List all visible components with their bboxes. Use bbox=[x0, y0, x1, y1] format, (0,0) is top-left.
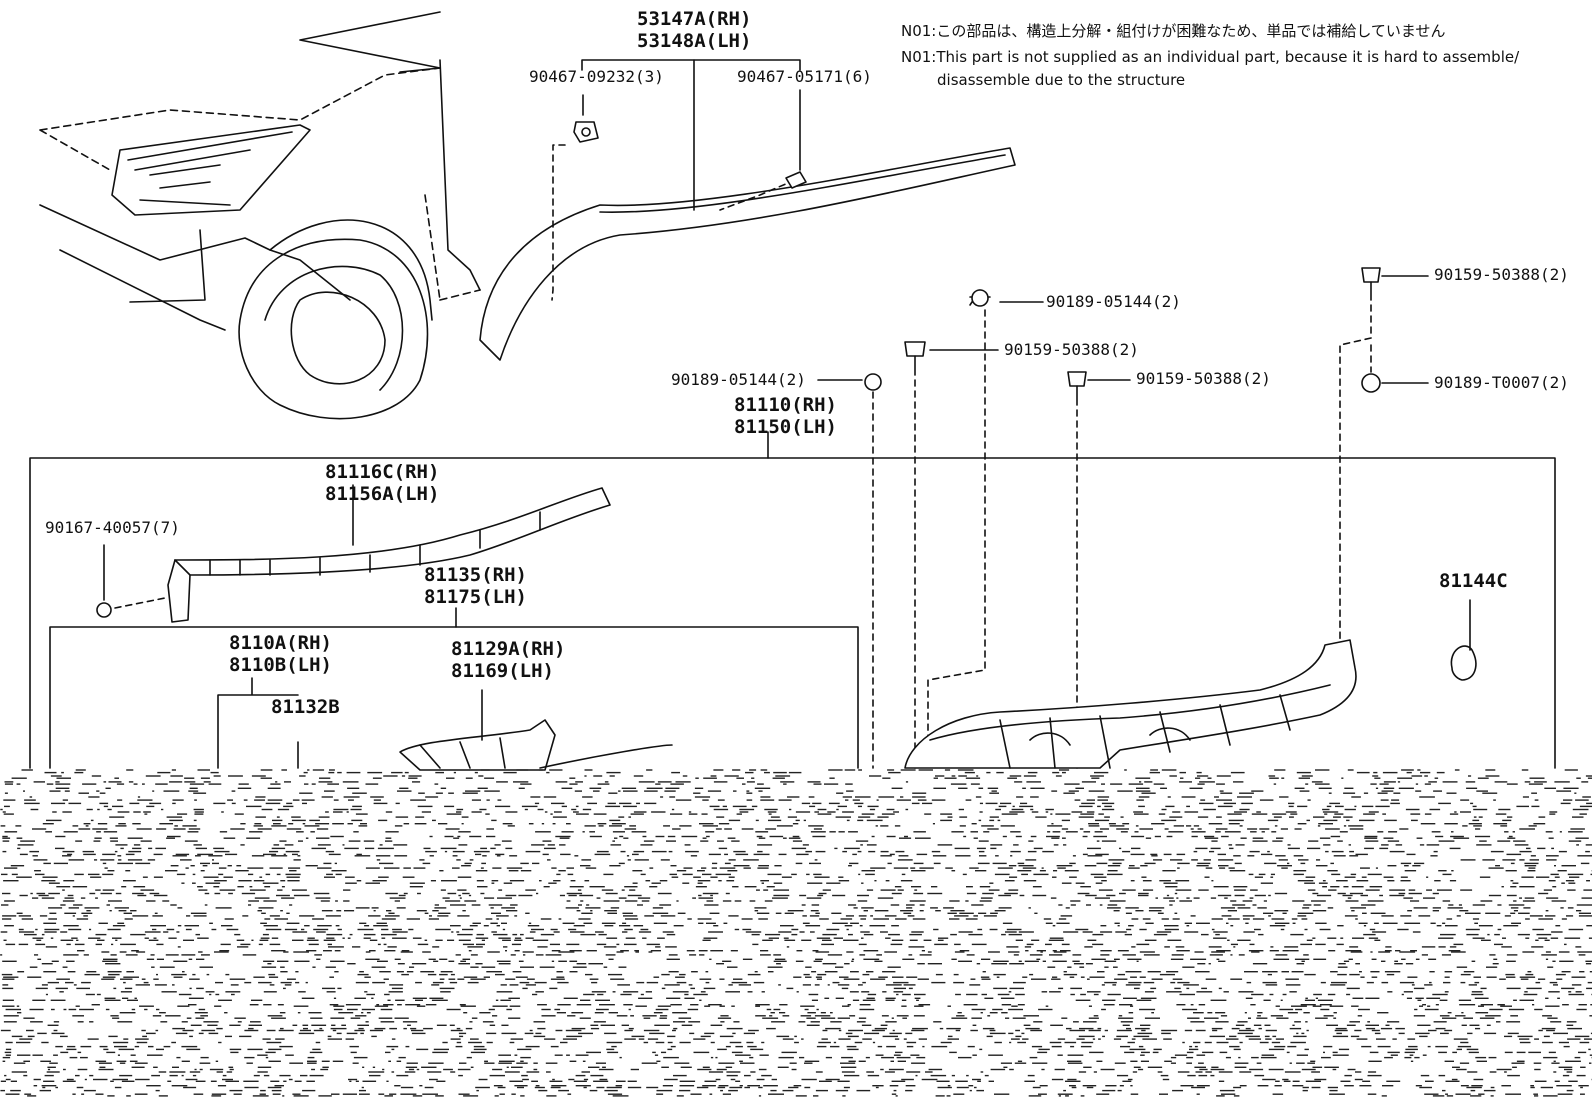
part-label-90167-40057: 90167-40057(7) bbox=[45, 518, 180, 537]
part-label-90467-09232: 90467-09232(3) bbox=[529, 67, 664, 86]
part-label-81175: 81175(LH) bbox=[424, 586, 527, 608]
part-label-81156A: 81156A(LH) bbox=[325, 483, 440, 505]
part-label-90159-50388-c: 90159-50388(2) bbox=[1434, 265, 1569, 284]
part-label-53148A: 53148A(LH) bbox=[637, 30, 752, 52]
note-jp: N01:この部品は、構造上分解・組付けが困難なため、単品では補給していません bbox=[901, 22, 1446, 40]
part-label-81150: 81150(LH) bbox=[734, 416, 837, 438]
part-label-53147A: 53147A(RH) bbox=[637, 8, 752, 30]
part-label-81135: 81135(RH) bbox=[424, 564, 527, 586]
part-label-8110B: 8110B(LH) bbox=[229, 654, 332, 676]
part-label-90189-05144-b: 90189-05144(2) bbox=[671, 370, 806, 389]
bolt-90189-T0007 bbox=[1361, 344, 1429, 393]
bolt-90189-05144-b bbox=[817, 373, 882, 769]
note-en-line2: disassemble due to the structure bbox=[937, 71, 1186, 89]
assembly-box-81110 bbox=[29, 457, 1556, 769]
part-label-90189-T0007: 90189-T0007(2) bbox=[1434, 373, 1569, 392]
bracket-81116C bbox=[167, 484, 611, 623]
bolt-90189-05144-a bbox=[927, 289, 1044, 769]
part-label-90159-50388-a: 90159-50388(2) bbox=[1004, 340, 1139, 359]
screw-90167-40057 bbox=[96, 544, 166, 618]
part-label-90189-05144-a: 90189-05144(2) bbox=[1046, 292, 1181, 311]
part-label-81144C: 81144C bbox=[1439, 570, 1508, 592]
clip-90467-05171 bbox=[785, 171, 807, 189]
grommet-81144C bbox=[1450, 599, 1477, 681]
screw-90159-50388-c bbox=[1339, 267, 1429, 641]
part-label-81129A: 81129A(RH) bbox=[451, 638, 566, 660]
part-label-81132B: 81132B bbox=[271, 696, 340, 718]
note-en-line1: N01:This part is not supplied as an indi… bbox=[901, 48, 1520, 66]
screw-90159-50388-a bbox=[904, 341, 999, 769]
headlamp-assembly bbox=[904, 639, 1357, 769]
vehicle-front-illustration bbox=[39, 11, 481, 420]
moulding-53147A bbox=[479, 59, 1016, 361]
part-label-8110A: 8110A(RH) bbox=[229, 632, 332, 654]
part-label-81169: 81169(LH) bbox=[451, 660, 554, 682]
assembly-box-81135 bbox=[49, 626, 859, 769]
obscured-region bbox=[0, 769, 1592, 1097]
screw-90159-50388-b bbox=[1067, 371, 1131, 769]
part-label-81116C: 81116C(RH) bbox=[325, 461, 440, 483]
clip-90467-09232 bbox=[573, 121, 599, 143]
lamp-81129A bbox=[399, 689, 673, 771]
part-label-81110: 81110(RH) bbox=[734, 394, 837, 416]
part-label-90467-05171: 90467-05171(6) bbox=[737, 67, 872, 86]
part-label-90159-50388-b: 90159-50388(2) bbox=[1136, 369, 1271, 388]
